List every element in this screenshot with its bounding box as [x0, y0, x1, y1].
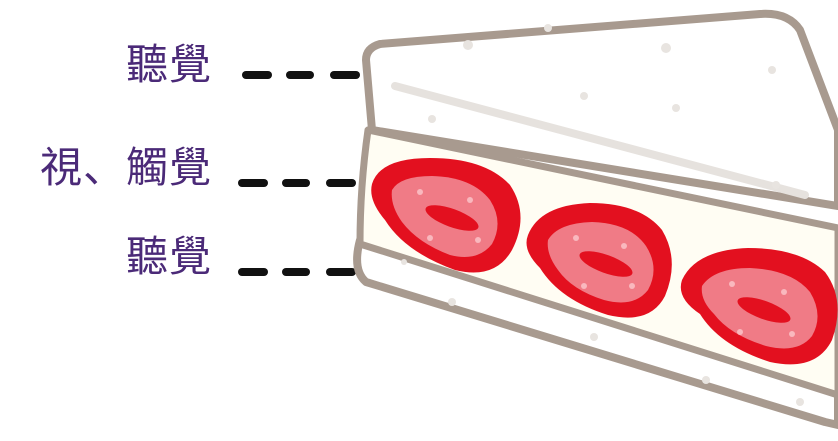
label-hearing-bottom: 聽覺 [125, 232, 212, 281]
label-hearing-top: 聽覺 [125, 40, 212, 89]
label-sight-touch: 視、觸覺 [39, 143, 212, 192]
strawberry-1 [371, 158, 521, 273]
bottom-bread [353, 236, 838, 429]
top-bread [362, 9, 838, 210]
strawberry-3 [680, 248, 838, 365]
strawberry-2 [526, 203, 672, 318]
top-bread-crust-line [391, 82, 809, 199]
bread-specks [401, 24, 804, 406]
